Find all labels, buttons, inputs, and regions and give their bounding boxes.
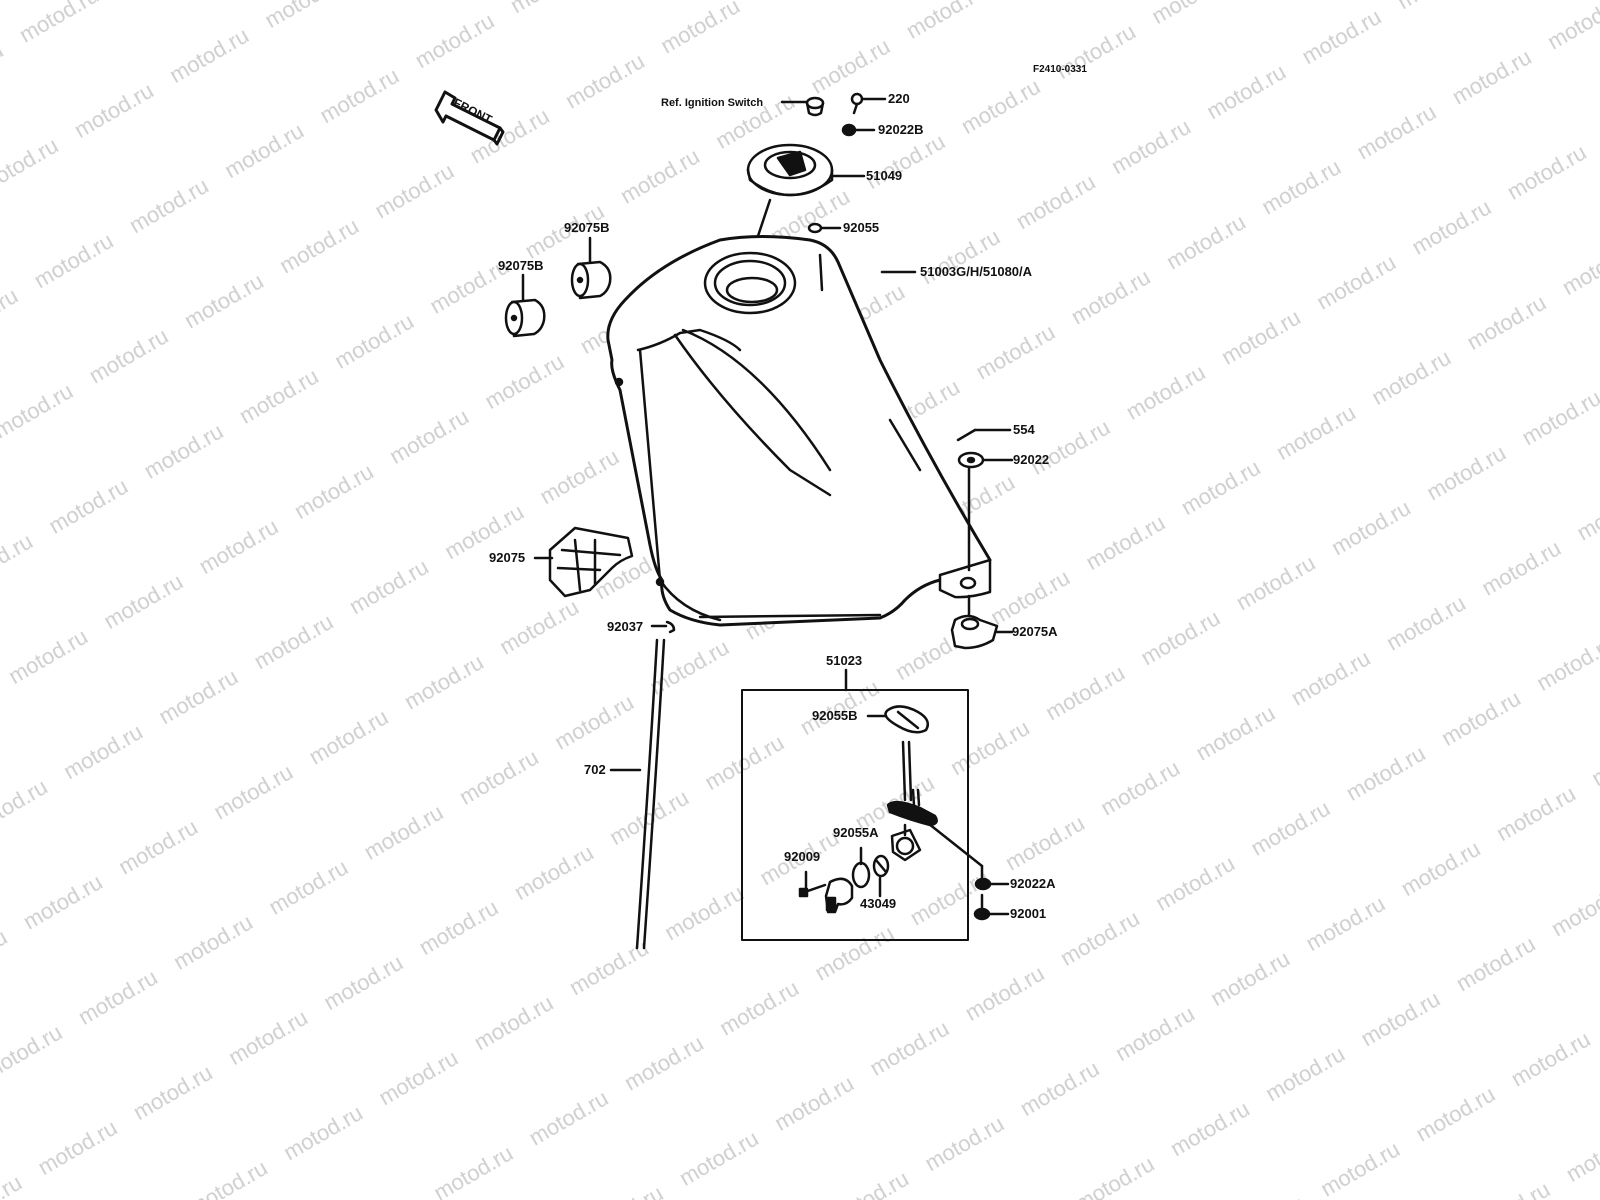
breather-tube-702-icon: [609, 638, 666, 950]
label-92075B-upper: 92075B: [564, 220, 610, 235]
label-92075B-lower: 92075B: [498, 258, 544, 273]
label-92022B: 92022B: [878, 122, 924, 137]
damper-92075a-icon: [950, 614, 1014, 650]
label-92055: 92055: [843, 220, 880, 235]
label-92037: 92037: [607, 619, 644, 634]
figure-code: F2410-0331: [1033, 64, 1087, 75]
label-92055B: 92055B: [812, 708, 858, 723]
ignition-switch-plug-icon: [780, 96, 825, 117]
label-51003G-H-51080-A: 51003G/H/51080/A: [920, 264, 1033, 279]
bolt-92001-icon: [973, 893, 1010, 921]
label-92075A: 92075A: [1012, 624, 1058, 639]
label-92022: 92022: [1013, 452, 1050, 467]
label-92055A: 92055A: [833, 825, 879, 840]
label-92001: 92001: [1010, 906, 1047, 921]
clamp-92037-icon: [650, 620, 676, 634]
label-702: 702: [584, 762, 606, 777]
o-ring-92055-icon: [807, 222, 842, 234]
gasket-92055b-icon: [866, 705, 929, 734]
label-43049: 43049: [860, 896, 897, 911]
washer-92022b-icon: [841, 123, 876, 137]
damper-92075b-upper-icon: [570, 236, 612, 300]
label-92009: 92009: [784, 849, 821, 864]
label-92075: 92075: [489, 550, 526, 565]
label-220: 220: [888, 91, 910, 106]
fuel-tap-assembly-box: [741, 668, 969, 941]
fuel-tap-icon: [886, 740, 984, 868]
fuel-tank-51003-icon: [606, 235, 992, 627]
label-554: 554: [1013, 422, 1035, 437]
washer-92022-icon: [957, 451, 1014, 618]
front-arrow-icon: [434, 90, 505, 146]
filter-43049-icon: [872, 854, 890, 898]
damper-92075b-lower-icon: [504, 273, 546, 338]
fuel-cap-51049-icon: [736, 143, 866, 298]
o-ring-92055a-icon: [851, 846, 871, 889]
label-ref-ignition-switch: Ref. Ignition Switch: [661, 97, 764, 109]
tap-lever-icon: [824, 877, 854, 914]
label-51023: 51023: [826, 653, 863, 668]
clip-554-icon: [956, 428, 1012, 442]
label-92022A: 92022A: [1010, 876, 1056, 891]
label-51049: 51049: [866, 168, 903, 183]
screw-92009-icon: [798, 870, 827, 898]
tank-pad-92075-icon: [533, 526, 634, 598]
bolt-220-icon: [850, 92, 887, 115]
washer-92022a-icon: [974, 864, 1010, 891]
